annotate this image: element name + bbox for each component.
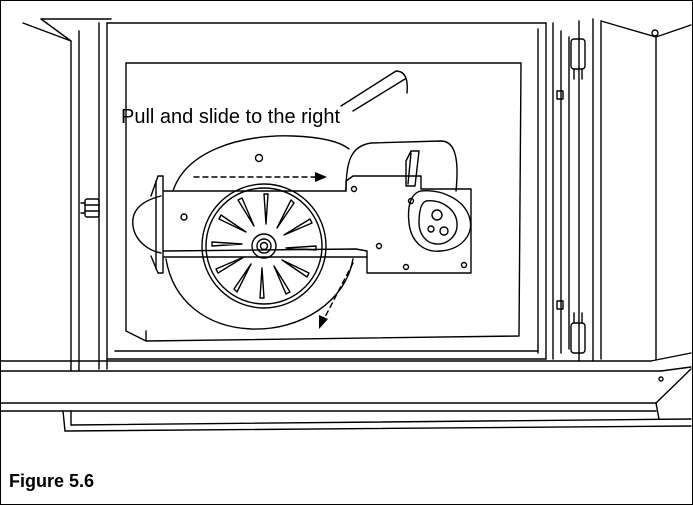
cabinet-bolt [80,198,100,218]
blower-motor [405,150,472,252]
cabinet-left-wall [22,18,112,372]
cabinet-base [1,352,692,432]
door-hinge [552,18,594,362]
pull-down-arrow [319,262,354,329]
blower-flange [150,175,164,274]
blower-wheel [201,183,327,309]
cabinet-right-wall [600,20,692,360]
back-panel [125,62,522,342]
blower-housing [132,135,354,330]
compartment-frame [106,22,547,360]
wheel-blades [211,193,317,299]
instruction-callout: Pull and slide to the right [121,106,341,128]
slide-right-arrow [193,172,327,182]
mounting-plate [163,140,472,274]
figure-caption: Figure 5.6 [9,471,95,491]
